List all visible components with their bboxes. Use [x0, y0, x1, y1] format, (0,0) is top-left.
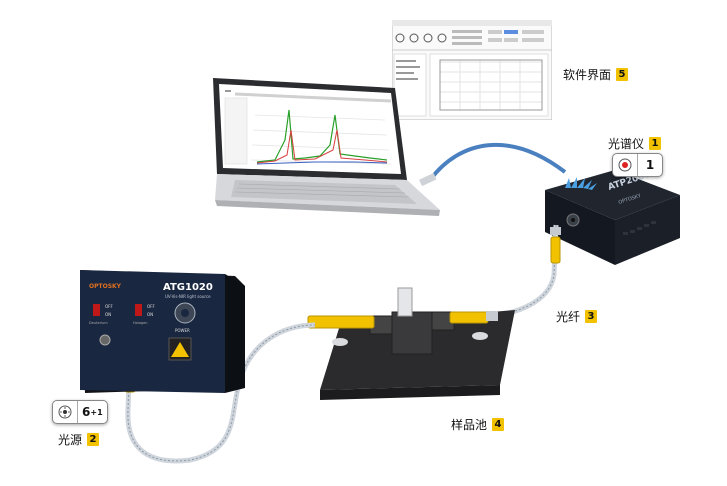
spectrometer-badge: 1 [612, 153, 663, 177]
label-software-text: 软件界面 [563, 68, 612, 82]
halogen-label: Halogen [133, 321, 147, 325]
halogen-on: ON [147, 312, 153, 317]
label-light-source-num: 2 [87, 433, 100, 446]
deuterium-off: OFF [105, 304, 113, 309]
label-spectrometer: 光谱仪 1 [608, 135, 662, 152]
source-badge-sup: +1 [90, 407, 103, 417]
label-spectrometer-text: 光谱仪 [608, 137, 645, 151]
label-fiber: 光纤 3 [556, 308, 598, 325]
label-sample-cell: 样品池 4 [451, 416, 505, 433]
label-fiber-num: 3 [585, 310, 598, 323]
label-light-source: 光源 2 [58, 431, 100, 448]
label-software: 软件界面 5 [563, 66, 629, 83]
laptop-illustration [213, 78, 440, 216]
software-interface-screenshot [392, 20, 552, 120]
source-model: ATG1020 [163, 282, 213, 293]
light-source-device: OPTOSKY ATG1020 UV-Vis-NIR light source … [80, 270, 245, 393]
laser-warning-icon [171, 342, 189, 357]
spectrometer-badge-value: 1 [637, 154, 662, 176]
halogen-switch[interactable] [135, 304, 142, 316]
source-brand: OPTOSKY [89, 283, 122, 290]
spectrometer-device: ATP2000 OPTOSKY [545, 170, 680, 265]
source-subtitle: UV-Vis-NIR light source [165, 294, 211, 299]
lamp-icon [53, 401, 77, 423]
detector-icon [613, 154, 637, 176]
label-sample-cell-text: 样品池 [451, 418, 488, 432]
usb-cable [419, 142, 567, 187]
label-software-num: 5 [616, 68, 629, 81]
source-badge: 6+1 [52, 400, 108, 424]
label-light-source-text: 光源 [58, 433, 83, 447]
deuterium-on: ON [105, 312, 111, 317]
source-badge-value: 6 [82, 405, 91, 419]
label-sample-cell-num: 4 [492, 418, 505, 431]
sample-cell-device [307, 287, 515, 400]
label-spectrometer-num: 1 [649, 137, 662, 150]
halogen-off: OFF [147, 304, 155, 309]
deuterium-switch[interactable] [93, 304, 100, 316]
deuterium-label: Deuterium [89, 321, 108, 325]
label-fiber-text: 光纤 [556, 310, 581, 324]
source-badge-value-cell: 6+1 [77, 401, 107, 423]
power-label: POWER [175, 328, 190, 333]
